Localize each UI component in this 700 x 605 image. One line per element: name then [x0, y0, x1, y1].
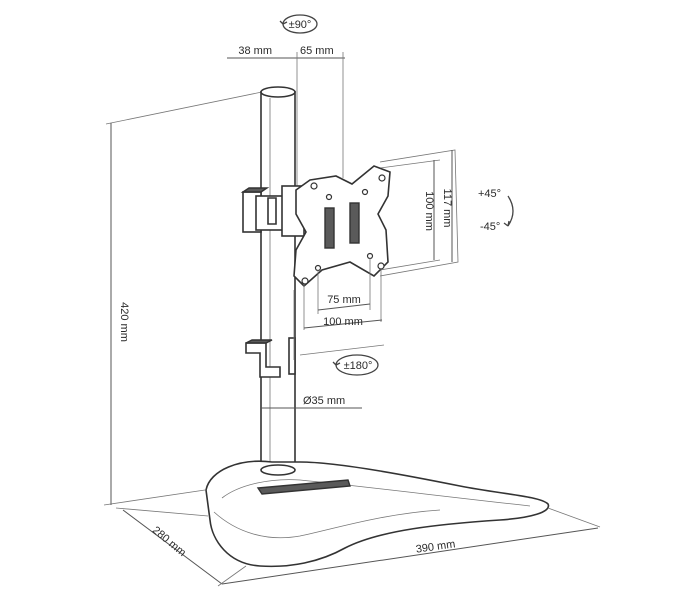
tilt-down-label: -45° [480, 221, 500, 233]
top-rotation: ±90° [279, 14, 318, 34]
height-dimension: 420 mm [103, 91, 263, 506]
offset-38-label: 38 mm [238, 45, 272, 57]
vesa-width-dimensions: 75 mm 100 mm [293, 258, 385, 360]
height-label: 420 mm [118, 302, 130, 342]
base-depth-label: 280 mm [150, 524, 188, 559]
arm-offset-dimensions: 38 mm 65 mm [227, 45, 345, 190]
pole-diameter-label: Ø35 mm [303, 395, 345, 407]
base-width-label: 390 mm [415, 538, 456, 555]
tilt-indicator: +45° -45° [478, 188, 514, 233]
swivel-indicator: ±180° [332, 354, 379, 376]
monitor-outline: 100 mm 117 mm [379, 149, 459, 277]
vesa-100-label: 100 mm [323, 316, 363, 328]
rotate-180-label: ±180° [344, 360, 373, 372]
vesa-height-100-label: 100 mm [423, 191, 435, 231]
vesa-plate [293, 165, 391, 288]
pole-diameter-dimension: Ø35 mm [261, 395, 362, 409]
base [205, 460, 550, 568]
cable-clip [245, 337, 296, 378]
vesa-75-label: 75 mm [327, 294, 361, 306]
offset-65-label: 65 mm [300, 45, 334, 57]
pole [260, 86, 296, 473]
tilt-up-label: +45° [478, 188, 501, 200]
vesa-height-117-label: 117 mm [441, 189, 453, 228]
rotate-90-label: ±90° [289, 19, 312, 31]
base-width-dimension: 390 mm [217, 507, 601, 587]
base-depth-dimension: 280 mm [115, 507, 223, 585]
